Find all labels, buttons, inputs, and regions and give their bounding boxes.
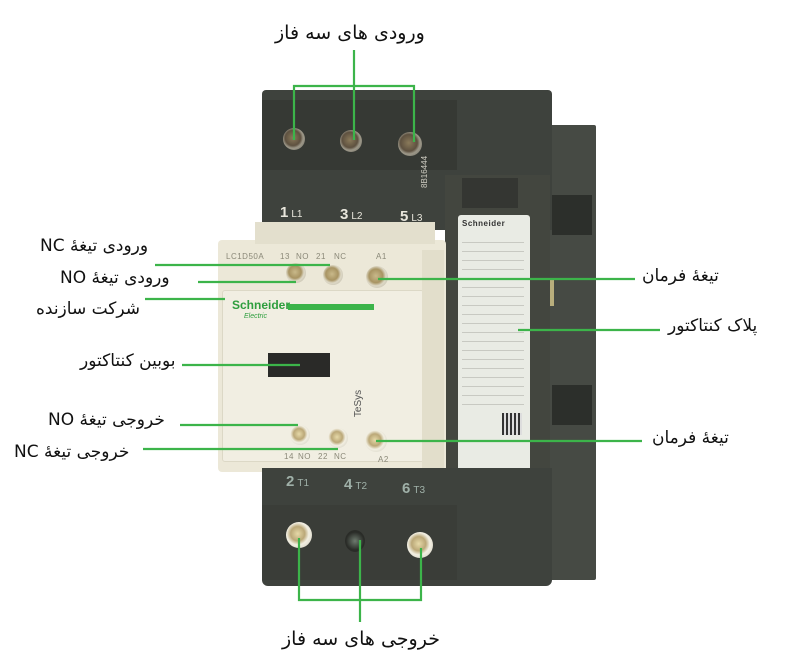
label-command-blade-top: تیغهٔ فرمان <box>642 266 719 286</box>
label-nc-blade-output: خروجی تیغهٔ NC <box>14 442 130 462</box>
side-housing <box>548 125 596 580</box>
screw-T1 <box>286 522 312 548</box>
aux-top-a1: A1 <box>376 252 387 261</box>
label-three-phase-outputs: خروجی های سه فاز <box>282 628 440 650</box>
series-marking: TeSys <box>353 389 365 418</box>
label-nameplate: پلاک کنتاکتور <box>668 316 758 336</box>
side-slot-bottom <box>552 385 592 425</box>
label-nc-blade-input: ورودی تیغهٔ NC <box>40 236 149 256</box>
screw-T3 <box>407 532 433 558</box>
label-no-blade-output: خروجی تیغهٔ NO <box>48 410 165 430</box>
aux-top-nc: NC <box>334 252 347 261</box>
coil-window <box>268 353 330 377</box>
screw-L3 <box>398 132 422 156</box>
screw-aux-14 <box>290 425 310 445</box>
screw-L2 <box>340 130 362 152</box>
brand-logo-sub: Electric <box>244 313 267 320</box>
aux-bottom-14: 14 <box>284 452 294 461</box>
aux-top-21: 21 <box>316 252 326 261</box>
screw-aux-21 <box>323 265 343 285</box>
label-coil: بوبین کنتاکتور <box>80 351 176 371</box>
serial-number: 8B16444 <box>420 155 429 188</box>
label-manufacturer: شرکت سازنده <box>36 299 141 319</box>
aux-bottom-nc: NC <box>334 452 347 461</box>
nameplate: Schneider <box>458 215 530 477</box>
aux-top-13: 13 <box>280 252 290 261</box>
nameplate-table <box>462 235 524 405</box>
front-block-top-ribs <box>255 222 435 244</box>
label-no-blade-input: ورودی تیغهٔ NO <box>60 268 170 288</box>
screw-T2 <box>345 530 365 552</box>
screw-L1 <box>283 128 305 150</box>
brand-logo: Schneider <box>232 298 291 312</box>
aux-bottom-22: 22 <box>318 452 328 461</box>
screw-a1 <box>366 266 388 288</box>
screw-a2 <box>365 430 387 452</box>
aux-top-no: NO <box>296 252 309 261</box>
model-marking: LC1D50A <box>226 252 265 261</box>
front-side-rail <box>422 250 444 470</box>
screw-aux-13 <box>286 263 306 283</box>
label-command-blade-bottom: تیغهٔ فرمان <box>652 428 729 448</box>
side-slot-top <box>552 195 592 235</box>
screw-aux-22 <box>328 428 348 448</box>
nameplate-qr-code <box>502 413 522 435</box>
nameplate-brand: Schneider <box>462 219 506 228</box>
label-three-phase-inputs: ورودی های سه فاز <box>275 22 425 44</box>
aux-bottom-a2: A2 <box>378 455 389 464</box>
brand-green-bar <box>288 304 374 310</box>
front-housing-window-top <box>462 178 518 208</box>
aux-bottom-no: NO <box>298 452 311 461</box>
